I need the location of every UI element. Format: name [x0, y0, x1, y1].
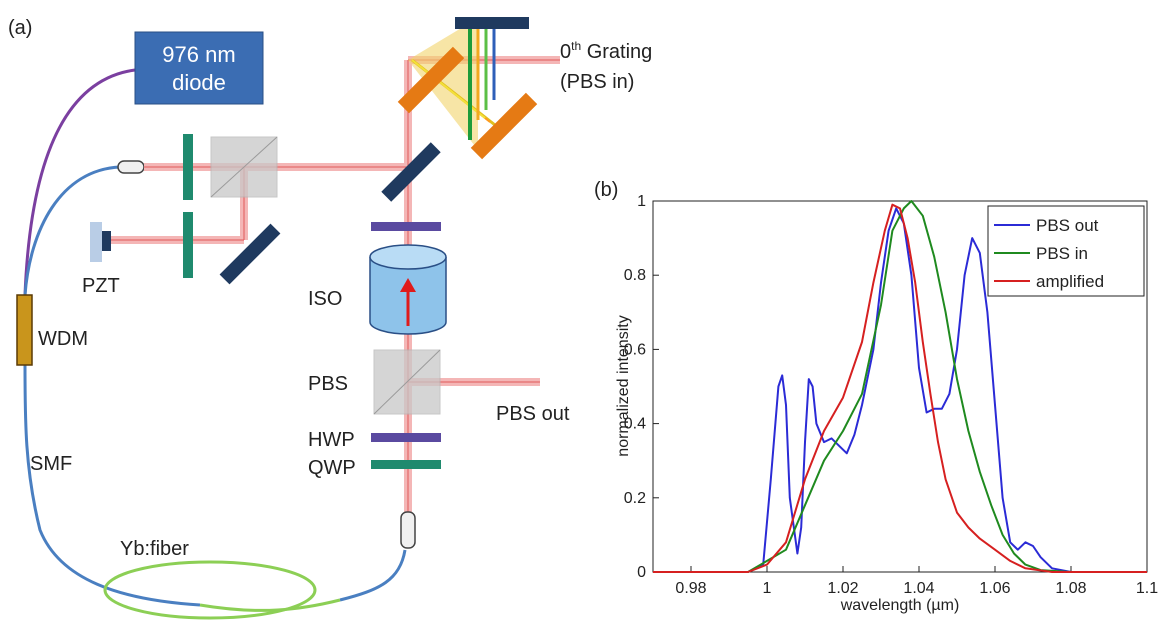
wdm-coupler — [16, 294, 33, 366]
y-tick-label: 0.6 — [624, 341, 646, 358]
collimator-upper — [117, 160, 145, 174]
grating-label-sup: th — [571, 39, 581, 53]
grating-2 — [470, 92, 538, 160]
x-axis-label: wavelength (µm) — [840, 597, 960, 614]
yb-fiber-tail — [199, 598, 341, 612]
wdm-label: WDM — [38, 328, 88, 350]
waveplate-iso-top — [371, 222, 441, 231]
grating-label-zero: 0 — [560, 41, 571, 63]
legend-label: PBS out — [1036, 216, 1099, 235]
x-tick-label: 0.98 — [675, 580, 706, 597]
x-ticks: 0.98 1 1.02 1.04 1.06 1.08 1.1 — [675, 566, 1158, 597]
hwp-label: HWP — [308, 429, 355, 451]
x-tick-label: 1.06 — [979, 580, 1010, 597]
series-line-pbs-in — [653, 200, 1147, 573]
grating-1 — [397, 46, 465, 114]
pump-fiber — [23, 68, 136, 296]
diode-label-line2: diode — [172, 70, 226, 95]
isolator-top — [369, 244, 447, 270]
grating-label: 0th Grating — [560, 39, 652, 63]
output-fiber — [339, 549, 407, 602]
y-tick-label: 0.4 — [624, 416, 646, 433]
pzt-mirror — [102, 231, 111, 251]
smf-label: SMF — [30, 453, 72, 475]
panel-b-label: (b) — [594, 179, 618, 201]
pbs-diagonal — [373, 349, 441, 415]
y-ticks: 0 0.2 0.4 0.6 0.8 1 — [624, 193, 659, 581]
y-tick-label: 0 — [637, 564, 646, 581]
y-tick-label: 0.8 — [624, 267, 646, 284]
y-axis-label: normalized intensity — [615, 315, 632, 456]
legend-label: amplified — [1036, 272, 1104, 291]
waveplate-upper — [183, 134, 193, 200]
signal-fiber-upper — [23, 165, 121, 296]
pzt-mount — [90, 222, 102, 262]
end-mirror — [455, 17, 529, 29]
pzt-label: PZT — [82, 275, 120, 297]
y-tick-label: 1 — [637, 193, 646, 210]
panel-a-label: (a) — [8, 17, 32, 39]
x-tick-label: 1.04 — [903, 580, 934, 597]
x-tick-label: 1 — [763, 580, 772, 597]
y-tick-label: 0.2 — [624, 490, 646, 507]
iso-label: ISO — [308, 288, 342, 310]
hwp-plate — [371, 433, 441, 442]
grating-label-text: Grating — [581, 41, 652, 63]
yb-fiber-coil — [103, 560, 317, 620]
series-line-amplified — [653, 203, 1147, 573]
x-tick-label: 1.1 — [1136, 580, 1158, 597]
waveplate-lower — [183, 212, 193, 278]
series-layer — [653, 200, 1147, 573]
pbs-label: PBS — [308, 373, 348, 395]
diffracted-spectrum — [408, 18, 496, 150]
grating-label-line2: (PBS in) — [560, 71, 634, 93]
diode-label-line1: 976 nm — [162, 42, 235, 67]
qwp-label: QWP — [308, 457, 356, 479]
series-line-pbs-out — [653, 207, 1147, 573]
panel-a-setup: (a) WDM SMF Yb:fiber 976 nm diode — [8, 17, 652, 620]
pzt-arm-mirror — [219, 223, 281, 285]
signal-fiber-lower — [23, 364, 201, 607]
steering-mirror — [381, 142, 441, 202]
pbs-out-label: PBS out — [496, 403, 570, 425]
x-tick-label: 1.08 — [1055, 580, 1086, 597]
pump-diode — [134, 31, 264, 105]
panel-b-chart: (b) 0 0.2 0.4 0.6 0.8 1 0.98 1 1.02 1.04 1.06 1.08… — [594, 179, 1158, 614]
legend-label: PBS in — [1036, 244, 1088, 263]
collimator-lower — [400, 511, 416, 549]
beamsplitter-diagonal — [210, 136, 278, 198]
x-tick-label: 1.02 — [827, 580, 858, 597]
isolator-arrow-head — [400, 278, 416, 292]
qwp-plate — [371, 460, 441, 469]
yb-fiber-label: Yb:fiber — [120, 538, 189, 560]
